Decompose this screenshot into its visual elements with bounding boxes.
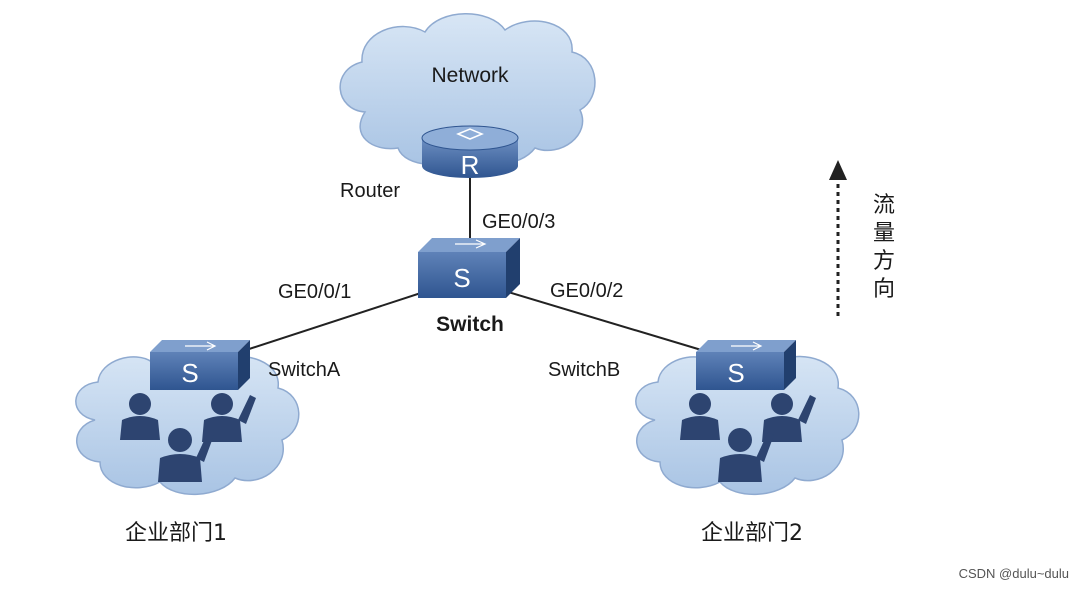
flow-char-2: 量 [873, 221, 895, 246]
switchb-icon: S [696, 340, 796, 390]
dept1-label: 企业部门1 [125, 521, 227, 546]
dept2-users-icon [680, 393, 816, 482]
dept1-users-icon [120, 393, 256, 482]
traffic-direction-arrow [829, 160, 847, 316]
router-label: Router [340, 180, 400, 202]
network-label: Network [431, 64, 509, 87]
flow-char-3: 方 [873, 249, 895, 274]
flow-char-4: 向 [873, 277, 895, 302]
core-switch-glyph: S [453, 263, 470, 293]
dept2-label: 企业部门2 [701, 521, 803, 546]
router-glyph: R [461, 150, 480, 180]
port-ge002-label: GE0/0/2 [550, 280, 623, 302]
switchb-glyph: S [727, 358, 744, 388]
switcha-icon: S [150, 340, 250, 390]
switcha-label: SwitchA [268, 359, 341, 381]
router-icon: R [421, 125, 519, 180]
dept1-cloud [75, 348, 300, 495]
switchb-label: SwitchB [548, 359, 620, 381]
core-switch-icon: S [418, 238, 520, 298]
watermark-text: CSDN @dulu~dulu [958, 566, 1069, 581]
flow-char-1: 流 [873, 193, 895, 218]
dept2-cloud [635, 348, 860, 495]
port-ge003-label: GE0/0/3 [482, 211, 555, 233]
switcha-glyph: S [181, 358, 198, 388]
link-switch-switcha [239, 289, 431, 353]
core-switch-label: Switch [436, 313, 504, 336]
link-switch-switchb [507, 291, 709, 353]
port-ge001-label: GE0/0/1 [278, 281, 351, 303]
